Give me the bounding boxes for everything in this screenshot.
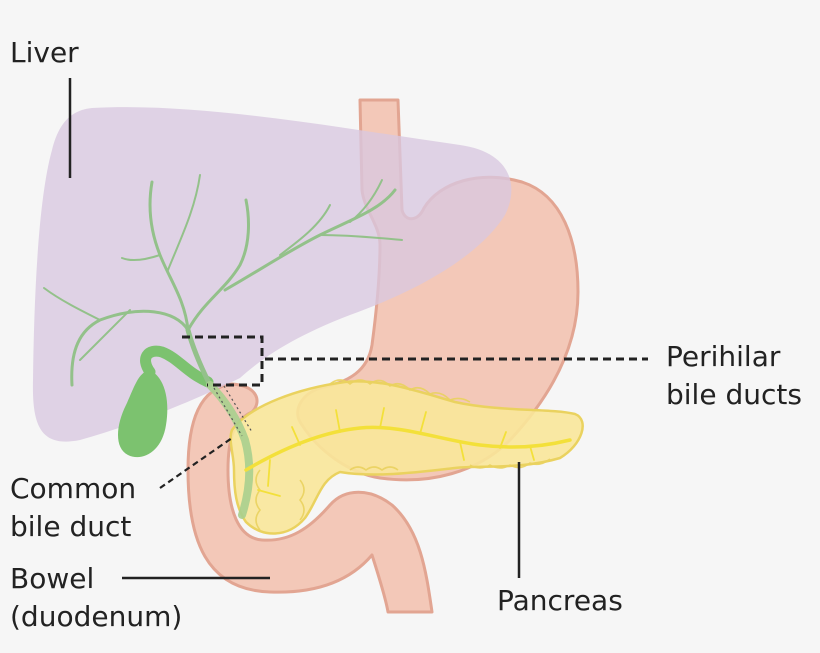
liver bbox=[32, 107, 512, 442]
common-bile-duct-dotted-edge bbox=[213, 385, 253, 437]
pancreas-label: Pancreas bbox=[497, 582, 623, 620]
common-bile-duct-leader bbox=[159, 437, 233, 489]
duodenum bbox=[186, 382, 434, 614]
bowel-label: Bowel (duodenum) bbox=[10, 560, 182, 636]
common-bile-duct-label-line1: Common bbox=[10, 472, 137, 505]
perihilar-label-line1: Perihilar bbox=[666, 340, 781, 373]
gallbladder bbox=[118, 370, 168, 458]
pancreatic-duct-branches bbox=[257, 407, 535, 497]
perihilar-label-line2: bile ducts bbox=[666, 378, 802, 411]
perihilar-label: Perihilar bile ducts bbox=[666, 338, 802, 414]
cystic-duct bbox=[140, 345, 214, 388]
pancreas-lobules bbox=[255, 379, 551, 531]
common-bile-duct bbox=[206, 381, 254, 519]
bowel-label-line2: (duodenum) bbox=[10, 600, 183, 633]
bowel-label-line1: Bowel bbox=[10, 562, 95, 595]
common-bile-duct-label: Common bile duct bbox=[10, 470, 136, 546]
perihilar-callout bbox=[182, 335, 648, 387]
pancreas-label-text: Pancreas bbox=[497, 584, 623, 617]
liver-label: Liver bbox=[10, 34, 79, 72]
pancreatic-duct bbox=[244, 425, 572, 472]
liver-label-text: Liver bbox=[10, 36, 79, 69]
common-bile-duct-label-line2: bile duct bbox=[10, 510, 132, 543]
bile-duct-tree bbox=[43, 174, 403, 388]
leader-lines bbox=[68, 78, 521, 580]
